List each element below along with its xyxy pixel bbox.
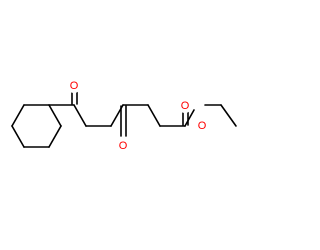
ketone-oxygen-2-label: O [119, 140, 128, 152]
ethyl-bond [220, 104, 237, 127]
ring-bond-4 [48, 125, 62, 148]
ester-carbon-to-oxygen-bond [184, 109, 195, 127]
ring-bond-3 [48, 104, 62, 127]
ring-bond-1 [11, 104, 25, 127]
ch2-to-ch2-bond-2 [147, 104, 161, 127]
ethyl-4-7-dioxo-7-cyclohexylheptanoate-structure: O O O O [11, 79, 237, 153]
bonds [11, 89, 237, 148]
ester-carbonyl-oxygen-label: O [181, 100, 190, 112]
ester-ether-oxygen-label: O [198, 120, 207, 132]
atom-labels: O O O O [67, 79, 209, 153]
ketone-1-to-ch2-bond [73, 104, 87, 127]
ring-bond-6 [11, 125, 25, 148]
ketone-oxygen-1-label: O [70, 80, 79, 92]
